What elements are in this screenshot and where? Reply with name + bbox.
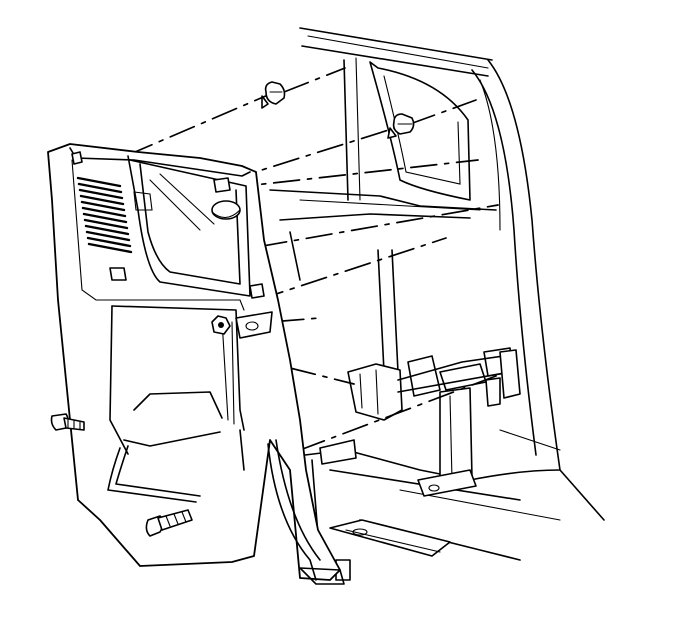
- vehicle-body: [269, 27, 605, 581]
- trim-panel: [47, 143, 345, 585]
- upper-retainer-clip: [261, 81, 286, 109]
- lower-push-pin: [145, 509, 193, 537]
- seat-rail-bracket: [329, 519, 451, 581]
- panel-nut: [211, 315, 231, 335]
- front-push-pin: [50, 413, 85, 431]
- speaker-grille: [76, 176, 133, 254]
- middle-retainer-clip: [387, 113, 415, 139]
